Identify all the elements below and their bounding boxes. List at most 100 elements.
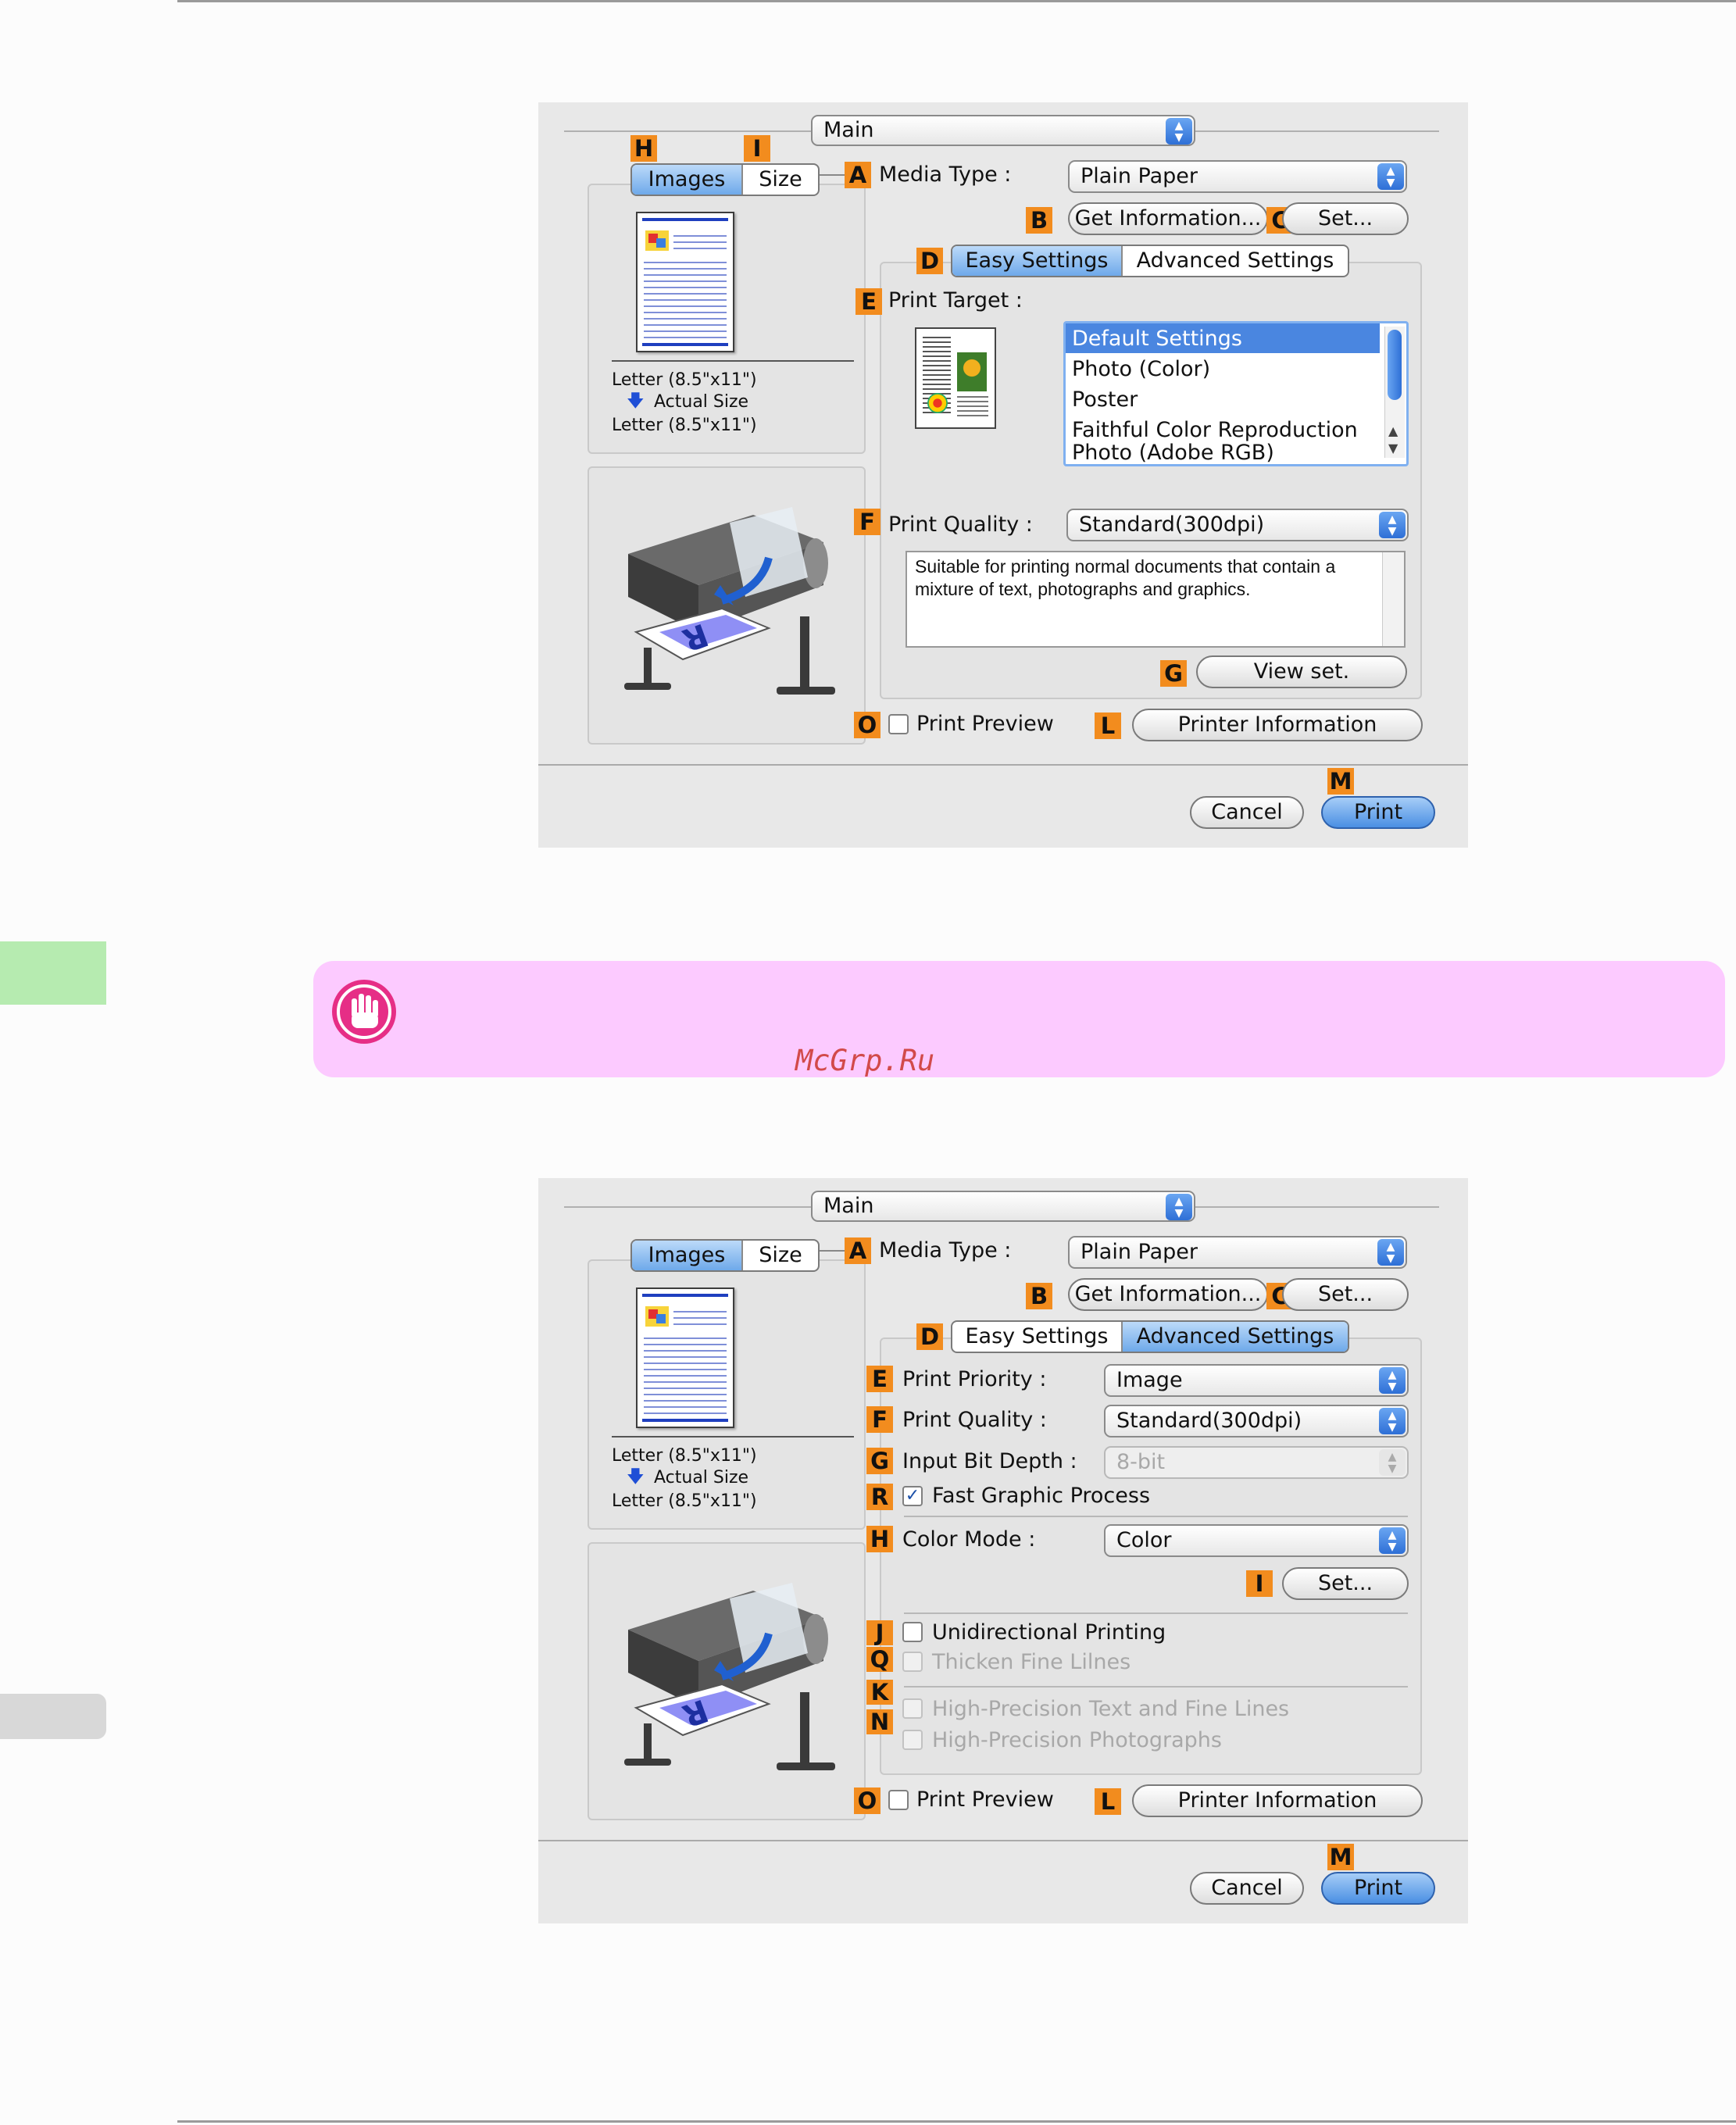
panel-popup[interactable]: Main ▲▼ [811, 1191, 1195, 1222]
cancel-button[interactable]: Cancel [1190, 796, 1304, 829]
tab-easy-settings[interactable]: Easy Settings [952, 246, 1121, 276]
mark-B: B [1026, 207, 1052, 234]
media-type-label: Media Type : [879, 162, 1012, 187]
panel-popup[interactable]: Main ▲▼ [811, 115, 1195, 146]
preview-tabs[interactable]: Images Size [630, 163, 820, 196]
thicken-lines-checkbox[interactable] [902, 1652, 923, 1672]
quality-description: Suitable for printing normal documents t… [915, 556, 1336, 599]
footer-divider [538, 1840, 1468, 1841]
tab-easy-settings[interactable]: Easy Settings [965, 1324, 1109, 1348]
print-preview-checkbox[interactable] [888, 1790, 909, 1810]
media-type-popup[interactable]: Plain Paper ▲▼ [1068, 160, 1407, 193]
mark-M: M [1327, 768, 1354, 795]
paper-to: Letter (8.5"x11") [612, 416, 757, 435]
print-quality-popup[interactable]: Standard(300dpi) ▲▼ [1066, 509, 1409, 541]
page-thumbnail [636, 1288, 734, 1428]
hp-text-checkbox[interactable] [902, 1698, 923, 1719]
mark-I: I [744, 135, 770, 162]
printer-information-button[interactable]: Printer Information [1132, 709, 1423, 741]
mark-G: G [866, 1448, 893, 1474]
print-target-list[interactable]: Default Settings Photo (Color) Poster Fa… [1063, 321, 1409, 466]
preview-tabs[interactable]: Images Size [630, 1239, 820, 1272]
get-information-button[interactable]: Get Information... [1068, 1278, 1268, 1311]
tab-connector [820, 174, 845, 176]
print-preview-label: Print Preview [916, 1788, 1054, 1812]
printer-illustration: R [624, 507, 835, 695]
tab-advanced-settings[interactable]: Advanced Settings [1121, 246, 1348, 276]
media-type-value: Plain Paper [1081, 164, 1198, 188]
unidirectional-checkbox[interactable] [902, 1622, 923, 1642]
mark-L: L [1095, 1788, 1121, 1815]
print-preview-checkbox[interactable] [888, 714, 909, 734]
fast-graphic-label: Fast Graphic Process [932, 1484, 1151, 1508]
media-type-value: Plain Paper [1081, 1240, 1198, 1264]
popup-arrows-icon: ▲▼ [1377, 1239, 1404, 1266]
popup-arrows-icon: ▲▼ [1379, 1408, 1406, 1434]
view-set-button[interactable]: View set. [1196, 655, 1407, 688]
list-item[interactable]: Default Settings [1072, 327, 1242, 351]
mark-O: O [854, 1788, 881, 1814]
print-button[interactable]: Print [1321, 1872, 1435, 1905]
printer-information-button[interactable]: Printer Information [1132, 1784, 1423, 1817]
media-set-button[interactable]: Set... [1282, 202, 1409, 235]
media-type-popup[interactable]: Plain Paper ▲▼ [1068, 1236, 1407, 1269]
page-thumbnail [636, 212, 734, 352]
mark-N: N [866, 1709, 893, 1734]
print-preview-label: Print Preview [916, 712, 1054, 736]
cancel-button[interactable]: Cancel [1190, 1872, 1304, 1905]
mark-Q: Q [866, 1647, 893, 1672]
section-divider [904, 1686, 1408, 1688]
print-button[interactable]: Print [1321, 796, 1435, 829]
print-quality-popup[interactable]: Standard(300dpi) ▲▼ [1104, 1405, 1409, 1438]
tab-size[interactable]: Size [741, 165, 818, 195]
down-arrow-icon: 🡇 [627, 1467, 645, 1487]
print-priority-popup[interactable]: Image ▲▼ [1104, 1364, 1409, 1397]
settings-tabs[interactable]: Easy Settings Advanced Settings [951, 245, 1349, 277]
mark-D: D [916, 1323, 943, 1350]
tab-advanced-settings[interactable]: Advanced Settings [1121, 1322, 1348, 1352]
list-item[interactable]: Poster [1072, 388, 1138, 412]
actual-size: Actual Size [654, 392, 749, 412]
mark-R: R [866, 1484, 893, 1510]
tab-connector [820, 1250, 845, 1252]
preview-divider [612, 360, 854, 362]
fast-graphic-checkbox[interactable]: ✓ [902, 1486, 923, 1506]
print-quality-label: Print Quality : [888, 512, 1033, 537]
scroll-down-icon[interactable]: ▼ [1388, 441, 1398, 455]
popup-arrows-icon: ▲▼ [1166, 1194, 1192, 1220]
mark-K: K [866, 1680, 893, 1705]
mark-F: F [854, 509, 881, 535]
media-set-button[interactable]: Set... [1282, 1278, 1409, 1311]
popup-arrows-icon: ▲▼ [1379, 512, 1406, 538]
section-tab [0, 1694, 106, 1739]
list-item[interactable]: Photo (Adobe RGB) [1072, 441, 1274, 465]
scroll-up-icon[interactable]: ▲ [1388, 423, 1398, 438]
list-scrollbar[interactable]: ▲ ▼ [1384, 327, 1405, 458]
hp-photo-checkbox[interactable] [902, 1730, 923, 1750]
paper-from: Letter (8.5"x11") [612, 370, 757, 390]
list-item[interactable]: Faithful Color Reproduction [1072, 418, 1358, 442]
preview-divider [612, 1436, 854, 1438]
print-quality-value: Standard(300dpi) [1079, 512, 1265, 537]
settings-tabs[interactable]: Easy Settings Advanced Settings [951, 1320, 1349, 1353]
list-item[interactable]: Photo (Color) [1072, 357, 1211, 381]
bottom-rule [177, 2120, 1736, 2123]
tab-images[interactable]: Images [632, 165, 741, 195]
tab-size[interactable]: Size [741, 1241, 818, 1270]
panel-popup-value: Main [823, 118, 874, 142]
mark-A: A [845, 162, 871, 188]
tab-images[interactable]: Images [632, 1241, 741, 1270]
mark-E: E [866, 1366, 893, 1392]
color-set-button[interactable]: Set... [1282, 1567, 1409, 1600]
color-mode-label: Color Mode : [902, 1527, 1036, 1552]
quality-description-box: Suitable for printing normal documents t… [906, 551, 1406, 648]
watermark: McGrp.Ru [795, 1044, 935, 1077]
paper-from: Letter (8.5"x11") [612, 1446, 757, 1466]
top-rule [177, 0, 1736, 2]
get-information-button[interactable]: Get Information... [1068, 202, 1268, 235]
print-dialog-easy-settings: Main ▲▼ H I Images Size Letter (8.5"x11"… [538, 102, 1468, 848]
mark-A: A [845, 1238, 871, 1264]
mark-E: E [855, 288, 882, 315]
input-bit-depth-popup[interactable]: 8-bit ▲▼ [1104, 1446, 1409, 1479]
color-mode-popup[interactable]: Color ▲▼ [1104, 1524, 1409, 1557]
